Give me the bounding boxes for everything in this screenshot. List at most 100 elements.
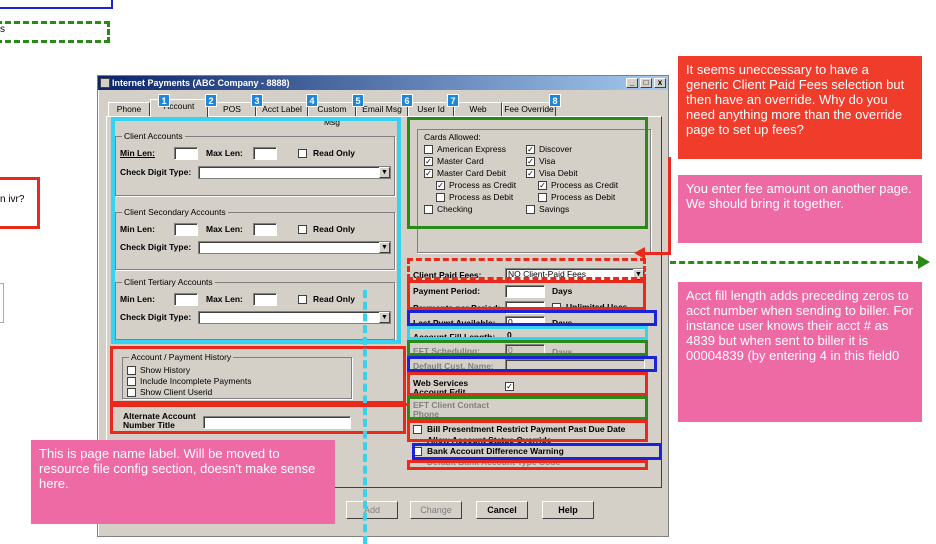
- client-accounts-group: Client Accounts Min Len: Max Len: Read O…: [115, 131, 395, 196]
- tab-user-id[interactable]: User Id: [408, 102, 454, 116]
- check-digit-select[interactable]: ▼: [198, 241, 391, 254]
- help-button[interactable]: Help: [542, 501, 594, 519]
- visa-credit-checkbox[interactable]: ✓: [538, 181, 547, 190]
- checking-checkbox[interactable]: [424, 205, 433, 214]
- account-tab-page: Client Accounts Min Len: Max Len: Read O…: [106, 116, 662, 488]
- read-only-checkbox[interactable]: [298, 149, 307, 158]
- group-title: Client Secondary Accounts: [122, 207, 228, 217]
- mc-credit-label: Process as Credit: [449, 180, 517, 190]
- savings-checkbox[interactable]: [526, 205, 535, 214]
- change-button[interactable]: Change: [410, 501, 462, 519]
- eft-input[interactable]: 0: [505, 344, 545, 357]
- mastercard-label: Master Card: [437, 156, 484, 166]
- check-digit-select[interactable]: ▼: [198, 166, 391, 179]
- mastercard-checkbox[interactable]: ✓: [424, 157, 433, 166]
- days-label-2: Days: [552, 318, 573, 328]
- default-name-label: Default Cust. Name:: [413, 361, 494, 371]
- client-paid-fees-value: NO Client-Paid Fees: [508, 269, 586, 279]
- read-only-label: Read Only: [313, 148, 356, 158]
- min-len-input[interactable]: [174, 147, 198, 160]
- alt-account-label: Alternate Account: [123, 411, 196, 421]
- amex-checkbox[interactable]: [424, 145, 433, 154]
- eft-label: EFT Scheduling:: [413, 346, 481, 356]
- tab-pos[interactable]: POS: [208, 102, 256, 116]
- include-incomplete-checkbox[interactable]: [127, 377, 136, 386]
- chevron-down-icon: ▼: [379, 242, 390, 253]
- tab-number-badge: 5: [352, 94, 364, 107]
- group-title: Client Tertiary Accounts: [122, 277, 215, 287]
- check-digit-select[interactable]: ▼: [198, 311, 391, 324]
- tab-number-badge: 1: [158, 94, 170, 107]
- min-len-label: Min Len:: [120, 224, 155, 234]
- tab-acct-label[interactable]: Acct Label: [256, 102, 308, 116]
- add-button[interactable]: Add: [346, 501, 398, 519]
- min-len-input[interactable]: [174, 223, 198, 236]
- check-digit-label: Check Digit Type:: [120, 167, 192, 177]
- mc-pdebit-checkbox[interactable]: [436, 193, 445, 202]
- tab-custom-msg[interactable]: Custom Msg: [308, 102, 356, 127]
- alt-account-input[interactable]: [203, 416, 351, 429]
- unlimited-uses-checkbox[interactable]: [552, 303, 561, 312]
- bank-diff-label: Bank Account Difference Warning: [427, 446, 564, 456]
- account-payment-history-group: Account / Payment History Show History I…: [122, 352, 352, 399]
- maximize-button[interactable]: □: [640, 78, 652, 88]
- show-userid-checkbox[interactable]: [127, 388, 136, 397]
- title-bar: Internet Payments (ABC Company - 8888) _…: [98, 76, 668, 90]
- green-dashed-box-fragment: [0, 21, 110, 43]
- visa-debit-checkbox[interactable]: ✓: [526, 169, 535, 178]
- fragment-text-s: s: [0, 24, 5, 35]
- max-len-input[interactable]: [253, 147, 277, 160]
- tab-email-msg[interactable]: Email Msg: [356, 102, 408, 116]
- read-only-checkbox[interactable]: [298, 225, 307, 234]
- read-only-checkbox[interactable]: [298, 295, 307, 304]
- eft-contact-label: EFT Client Contact: [413, 400, 490, 410]
- visa-pdebit-checkbox[interactable]: [538, 193, 547, 202]
- mc-credit-checkbox[interactable]: ✓: [436, 181, 445, 190]
- show-userid-label: Show Client Userid: [140, 387, 213, 397]
- unlimited-uses-label: Unlimited Uses: [566, 302, 628, 312]
- tab-web[interactable]: Web: [454, 102, 502, 116]
- red-arrow-line: [668, 157, 671, 255]
- red-connector-line: [340, 403, 410, 406]
- discover-label: Discover: [539, 144, 573, 154]
- max-len-input[interactable]: [253, 293, 277, 306]
- fill-length-value[interactable]: 0: [505, 330, 545, 343]
- payment-period-input[interactable]: [505, 285, 545, 298]
- tab-number-badge: 2: [205, 94, 217, 107]
- payments-per-period-input[interactable]: [505, 301, 545, 314]
- discover-checkbox[interactable]: ✓: [526, 145, 535, 154]
- bill-presentment-checkbox[interactable]: [413, 425, 422, 434]
- tab-phone[interactable]: Phone: [108, 102, 150, 116]
- tab-fee-override[interactable]: Fee Override: [502, 102, 556, 116]
- max-len-label: Max Len:: [206, 148, 243, 158]
- web-services-label-2: Account Edit: [413, 387, 466, 397]
- fee-amount-note: You enter fee amount on another page. We…: [678, 175, 922, 243]
- bank-diff-checkbox[interactable]: [413, 447, 422, 456]
- visa-pdebit-label: Process as Debit: [551, 192, 616, 202]
- tab-number-badge: 7: [447, 94, 459, 107]
- mc-debit-label: Master Card Debit: [437, 168, 506, 178]
- last-pymt-input[interactable]: 0: [505, 316, 545, 329]
- check-digit-label: Check Digit Type:: [120, 312, 192, 322]
- close-button[interactable]: x: [654, 78, 666, 88]
- read-only-label: Read Only: [313, 224, 356, 234]
- max-len-input[interactable]: [253, 223, 277, 236]
- cards-allowed-group: Cards Allowed: American Express ✓ Discov…: [417, 129, 651, 253]
- minimize-button[interactable]: _: [626, 78, 638, 88]
- visa-debit-label: Visa Debit: [539, 168, 578, 178]
- max-len-label: Max Len:: [206, 294, 243, 304]
- client-tertiary-group: Client Tertiary Accounts Min Len: Max Le…: [115, 277, 395, 340]
- min-len-input[interactable]: [174, 293, 198, 306]
- show-history-checkbox[interactable]: [127, 366, 136, 375]
- visa-credit-label: Process as Credit: [551, 180, 619, 190]
- client-paid-fees-label: Client Paid Fees:: [413, 270, 482, 280]
- web-services-checkbox[interactable]: ✓: [505, 382, 514, 391]
- read-only-label: Read Only: [313, 294, 356, 304]
- visa-checkbox[interactable]: ✓: [526, 157, 535, 166]
- max-len-label: Max Len:: [206, 224, 243, 234]
- client-paid-fees-select[interactable]: NO Client-Paid Fees▼: [505, 268, 645, 281]
- default-name-input[interactable]: [505, 359, 645, 372]
- mc-debit-checkbox[interactable]: ✓: [424, 169, 433, 178]
- cancel-button[interactable]: Cancel: [476, 501, 528, 519]
- mc-pdebit-label: Process as Debit: [449, 192, 514, 202]
